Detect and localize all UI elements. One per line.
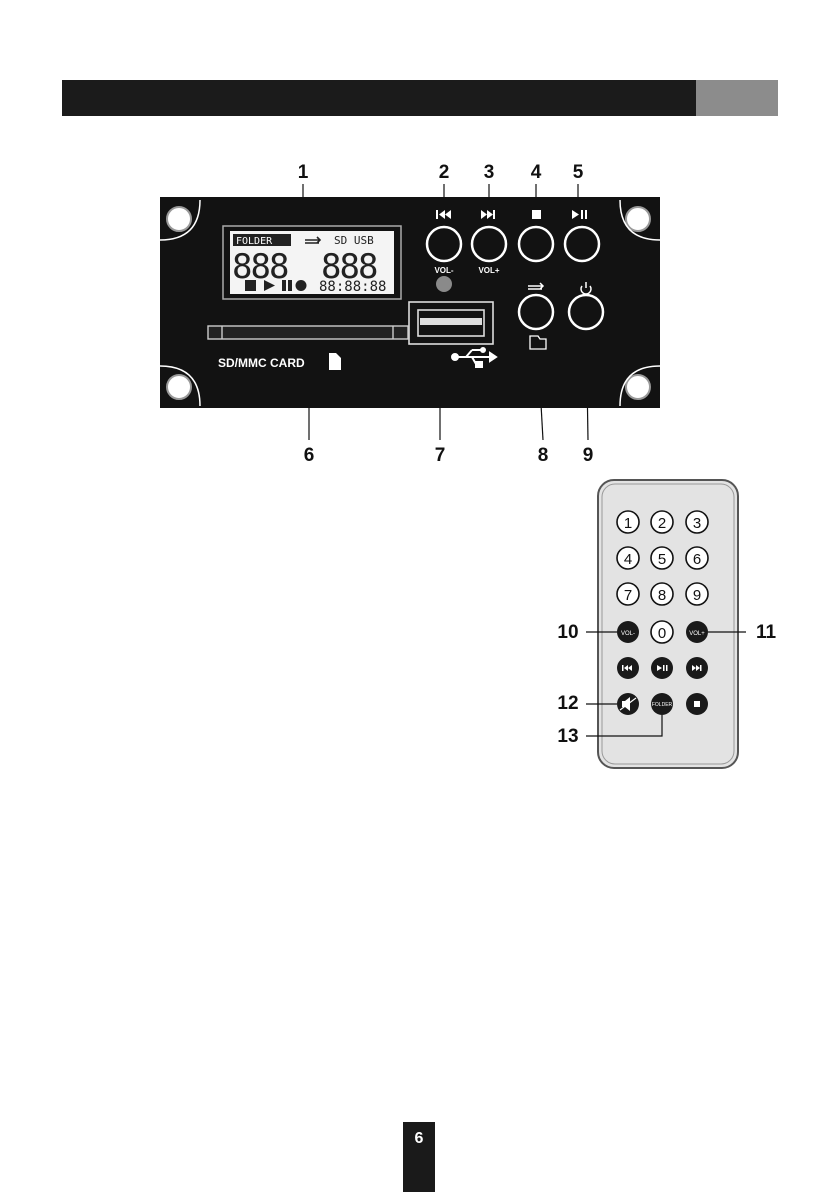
prev-vol-down-button[interactable] [427, 227, 461, 261]
remote-digit-6-button[interactable]: 6 [686, 547, 708, 569]
remote-digit-0-button[interactable]: 0 [651, 621, 673, 643]
sd-card-label: SD/MMC CARD [218, 356, 305, 370]
svg-text:8: 8 [658, 587, 666, 604]
svg-text:0: 0 [658, 625, 666, 642]
remote-vol-minus-label: VOL- [621, 631, 635, 637]
lcd-pause-icon [282, 280, 286, 291]
power-button[interactable] [569, 295, 603, 329]
remote-digit-3-button[interactable]: 3 [686, 511, 708, 533]
remote-folder-label: FOLDER [652, 702, 673, 708]
mount-hole-bl [167, 375, 191, 399]
mount-hole-br [626, 375, 650, 399]
panel-vol-minus-label: VOL- [434, 266, 453, 275]
svg-text:4: 4 [624, 551, 632, 568]
remote-digit-8-button[interactable]: 8 [651, 583, 673, 605]
play-pause-button[interactable] [565, 227, 599, 261]
remote-digit-9-button[interactable]: 9 [686, 583, 708, 605]
svg-text:2: 2 [658, 515, 666, 532]
lcd-record-icon [296, 280, 307, 291]
remote-digit-2-button[interactable]: 2 [651, 511, 673, 533]
svg-text:6: 6 [693, 551, 701, 568]
lcd-stop-icon [245, 280, 256, 291]
lcd-time: 88:88:88 [319, 279, 386, 295]
repeat-folder-button[interactable] [519, 295, 553, 329]
remote-vol-plus-label: VOL+ [689, 631, 705, 637]
lcd-digits-left: 888 [232, 247, 288, 287]
svg-text:5: 5 [658, 551, 666, 568]
panel-vol-plus-label: VOL+ [478, 266, 499, 275]
remote-digit-4-button[interactable]: 4 [617, 547, 639, 569]
page-number: 6 [403, 1130, 435, 1148]
remote-digit-7-button[interactable]: 7 [617, 583, 639, 605]
lcd-display: FOLDER SD USB 888 888 88:88:88 [223, 226, 401, 299]
stop-button[interactable] [519, 227, 553, 261]
svg-text:1: 1 [624, 515, 632, 532]
next-vol-up-button[interactable] [472, 227, 506, 261]
svg-text:9: 9 [693, 587, 701, 604]
ir-receiver [436, 276, 452, 292]
lcd-sources-label: SD USB [334, 234, 374, 247]
remote-digit-5-button[interactable]: 5 [651, 547, 673, 569]
front-panel-diagram: FOLDER SD USB 888 888 88:88:88 VOL- VOL+ [0, 0, 840, 480]
remote-control: 1 2 3 4 5 6 7 8 9 0 VOL- VOL+ FOLDER [560, 470, 800, 780]
mount-hole-tr [626, 207, 650, 231]
mount-hole-tl [167, 207, 191, 231]
svg-text:7: 7 [624, 587, 632, 604]
remote-stop-icon [694, 701, 700, 707]
sd-card-slot[interactable] [208, 326, 408, 339]
remote-digit-1-button[interactable]: 1 [617, 511, 639, 533]
svg-text:3: 3 [693, 515, 701, 532]
lcd-folder-label: FOLDER [236, 236, 273, 247]
stop-icon [532, 210, 541, 219]
